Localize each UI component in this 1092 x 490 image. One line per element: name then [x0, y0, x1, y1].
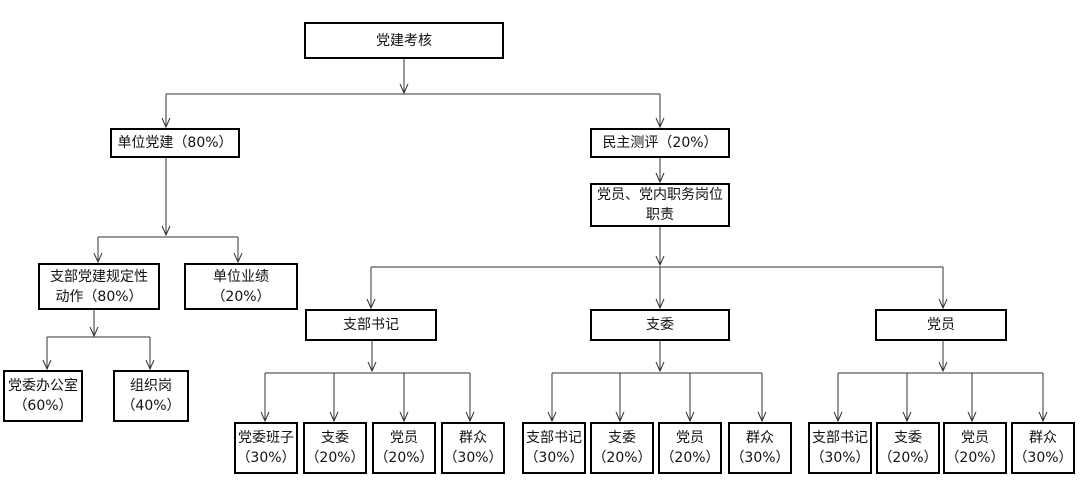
arrowhead — [366, 298, 376, 310]
node-label: （30%） — [524, 450, 584, 466]
node-unit-performance: 单位业绩 （20%） — [184, 263, 298, 310]
node-party-assessment: 党建考核 — [304, 22, 504, 59]
node-sec-child-3: 党员 （20%） — [372, 422, 436, 474]
node-post-duties: 党员、党内职务岗位 职责 — [590, 183, 730, 227]
node-label: 支部党建规定性 — [50, 268, 148, 285]
node-label: （40%） — [121, 398, 181, 414]
node-label: 群众 — [459, 430, 487, 446]
arrowhead — [260, 411, 270, 423]
node-label: 单位业绩 — [213, 268, 269, 285]
arrowhead — [42, 359, 52, 371]
arrowhead — [938, 298, 948, 310]
arrowhead — [967, 411, 977, 423]
node-label: （20%） — [211, 288, 271, 305]
node-party-member: 党员 — [875, 309, 1007, 341]
node-label: （30%） — [443, 450, 503, 466]
node-label: （20%） — [945, 450, 1005, 466]
node-label: 支部书记 — [343, 317, 399, 333]
node-sec-child-2: 支委 （20%） — [303, 422, 367, 474]
node-label: 党员 — [676, 430, 704, 446]
arrowhead — [399, 83, 409, 95]
arrowhead — [655, 361, 665, 373]
node-com-child-4: 群众 （30%） — [728, 422, 792, 474]
node-label: 单位党建（80%） — [117, 135, 233, 151]
arrowhead — [367, 361, 377, 373]
node-mem-child-1: 支部书记 （30%） — [808, 422, 872, 474]
node-label: 支委 — [894, 430, 922, 446]
node-label: （20%） — [878, 450, 938, 466]
node-label: 党员 — [927, 317, 955, 333]
node-label: （20%） — [374, 450, 434, 466]
node-label: （20%） — [305, 450, 365, 466]
node-label: 群众 — [746, 430, 774, 446]
node-label: 党员 — [390, 430, 418, 446]
node-organization-post: 组织岗 （40%） — [113, 370, 189, 422]
arrowhead — [615, 411, 625, 423]
arrowhead — [1038, 411, 1048, 423]
arrowhead — [93, 252, 103, 264]
arrowhead — [655, 172, 665, 184]
arrowhead — [655, 298, 665, 310]
node-unit-party-building: 单位党建（80%） — [110, 128, 240, 158]
node-branch-secretary: 支部书记 — [305, 309, 437, 341]
node-com-child-3: 党员 （20%） — [658, 422, 722, 474]
node-label: （20%） — [592, 450, 652, 466]
node-branch-required-actions: 支部党建规定性 动作（80%） — [38, 263, 160, 310]
node-label: 民主测评（20%） — [602, 135, 718, 151]
node-mem-child-2: 支委 （20%） — [876, 422, 940, 474]
node-sec-child-4: 群众 （30%） — [441, 422, 505, 474]
node-label: 支部书记 — [526, 430, 582, 446]
arrowhead — [161, 117, 171, 129]
node-label: 党委办公室 — [8, 378, 78, 394]
arrowhead — [757, 411, 767, 423]
arrowhead — [161, 225, 171, 237]
node-com-child-2: 支委 （20%） — [590, 422, 654, 474]
arrowhead — [329, 411, 339, 423]
node-label: 组织岗 — [130, 378, 172, 394]
arrowhead — [145, 359, 155, 371]
node-label: 党员 — [961, 430, 989, 446]
arrowhead — [465, 411, 475, 423]
node-mem-child-4: 群众 （30%） — [1011, 422, 1075, 474]
node-label: 动作（80%） — [55, 288, 143, 305]
node-label: 支部书记 — [812, 430, 868, 446]
node-label: （60%） — [13, 398, 73, 414]
node-label: 支委 — [321, 430, 349, 446]
arrowhead — [655, 117, 665, 129]
node-label: （30%） — [236, 450, 296, 466]
node-label: 党建考核 — [376, 32, 432, 49]
arrowhead — [89, 326, 99, 338]
node-democratic-evaluation: 民主测评（20%） — [590, 128, 730, 158]
arrowhead — [685, 411, 695, 423]
arrowhead — [655, 255, 665, 267]
node-label: 党委班子 — [238, 430, 294, 446]
node-label: 群众 — [1029, 430, 1057, 446]
node-party-office: 党委办公室 （60%） — [3, 370, 83, 422]
arrowhead — [399, 411, 409, 423]
arrowhead — [233, 252, 243, 264]
node-label: （20%） — [660, 450, 720, 466]
node-label: 党员、党内职务岗位 — [597, 187, 723, 203]
arrowhead — [938, 361, 948, 373]
node-label: 支委 — [646, 317, 674, 333]
arrowhead — [902, 411, 912, 423]
node-label: 支委 — [608, 430, 636, 446]
node-sec-child-1: 党委班子 （30%） — [234, 422, 298, 474]
node-label: （30%） — [730, 450, 790, 466]
arrowhead — [833, 411, 843, 423]
node-label: （30%） — [1013, 450, 1073, 466]
node-label: 职责 — [646, 207, 674, 223]
arrowhead — [547, 411, 557, 423]
node-com-child-1: 支部书记 （30%） — [522, 422, 586, 474]
node-branch-committee: 支委 — [590, 309, 730, 341]
node-label: （30%） — [810, 450, 870, 466]
node-mem-child-3: 党员 （20%） — [943, 422, 1007, 474]
